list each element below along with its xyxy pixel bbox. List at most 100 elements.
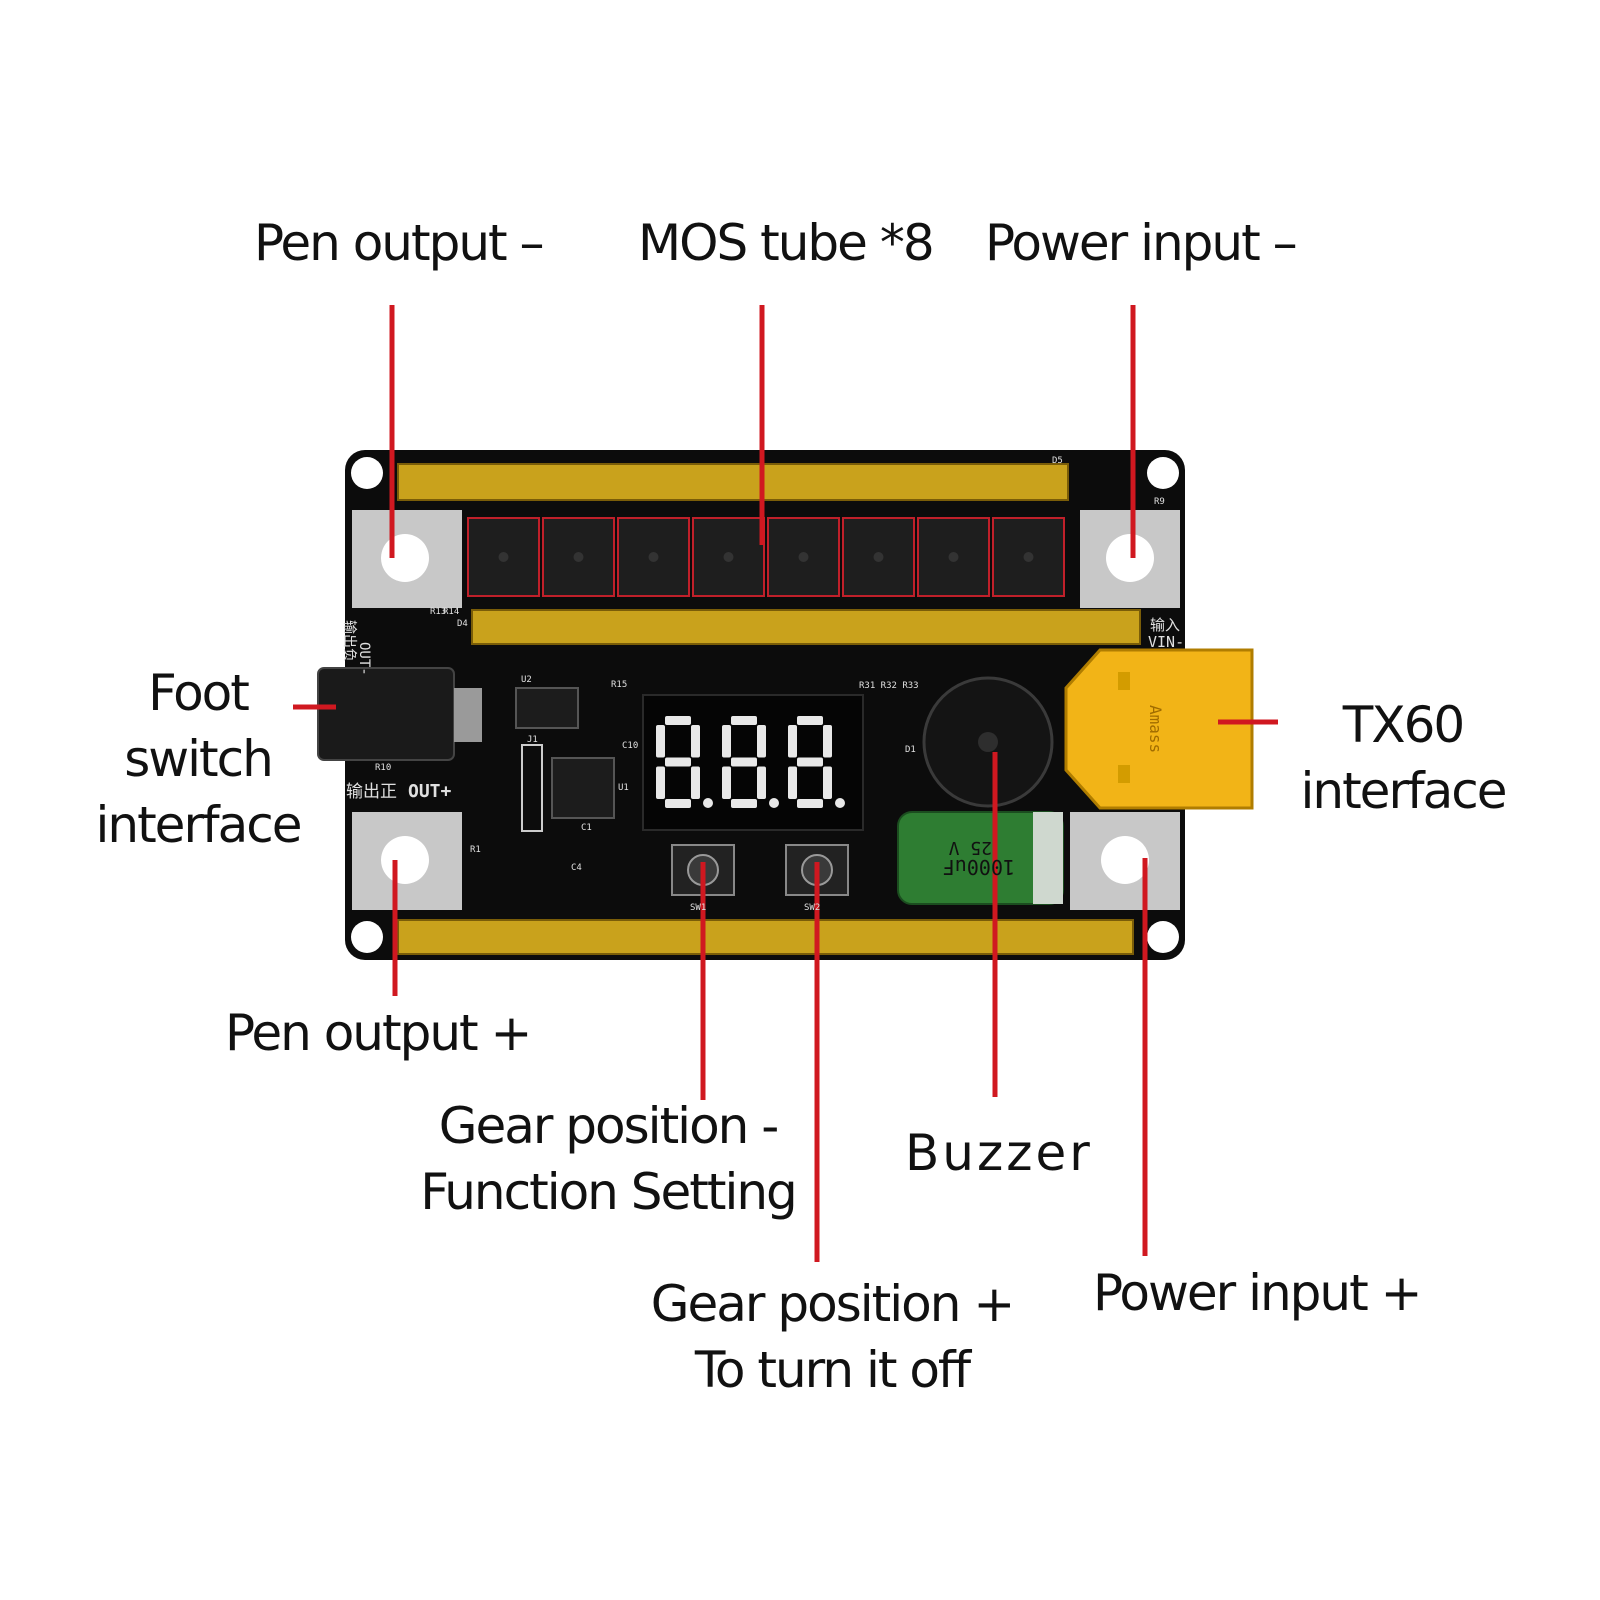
busbar-top (397, 463, 1069, 501)
silk-d5: D5 (1052, 456, 1063, 466)
silk-sw2: SW2 (804, 903, 820, 913)
silkscreen: OUT+ 输出正 OUT- 输出负 VIN- 输入 SW1 SW2 U2 U1 … (341, 456, 1184, 913)
silk-u2: U2 (521, 675, 532, 685)
mounting-hole-bottom-left (351, 921, 383, 953)
digit-3-segment-3 (797, 799, 823, 808)
silk-r1: R1 (470, 845, 481, 855)
label-pen-output-plus: Pen output + (225, 1004, 532, 1062)
seven-segment-digits (656, 716, 845, 808)
silk-vin-minus: VIN- (1148, 633, 1184, 651)
buzzer (922, 676, 1054, 808)
silk-c10: C10 (622, 741, 638, 751)
digit-2-segment-2 (731, 757, 757, 767)
silk-sw1: SW1 (690, 903, 706, 913)
mos-tube-hole-4 (723, 552, 734, 562)
capacitor (897, 811, 1064, 905)
digit-1-segment-7 (691, 766, 700, 799)
silk-d1: D1 (905, 745, 916, 755)
label-foot-switch-line1: Foot (148, 664, 250, 722)
digit-2-segment-7 (757, 766, 766, 799)
mounting-hole-top-right (1147, 457, 1179, 489)
digit-2-segment-1 (731, 716, 757, 725)
digit-1-segment-6 (656, 766, 665, 799)
mounting-hole-top-left (351, 457, 383, 489)
digit-1-segment-5 (691, 725, 700, 758)
foot-switch-jack (317, 667, 482, 761)
mos-tube-hole-7 (948, 552, 959, 562)
label-mos-tube: MOS tube *8 (638, 214, 935, 272)
digit-2-segment-5 (757, 725, 766, 758)
label-gear-minus-line1: Gear position - (438, 1097, 780, 1155)
silk-r15: R15 (611, 680, 627, 690)
digit-3-segment-4 (788, 725, 797, 758)
digit-3-decimal-point (835, 798, 845, 808)
label-tx60: TX60 interface (1282, 692, 1524, 824)
mos-tube-hole-5 (798, 552, 809, 562)
label-gear-plus: Gear position + To turn it off (632, 1271, 1032, 1403)
pad-bottom-right (1070, 812, 1180, 910)
capacitor-voltage: 25 V (948, 837, 992, 858)
digit-1-decimal-point (703, 798, 713, 808)
chip-u2 (515, 687, 579, 729)
label-power-input-minus: Power input – (985, 214, 1298, 272)
mounting-hole-bottom-right (1147, 921, 1179, 953)
label-foot-switch: Foot switch interface (82, 660, 314, 858)
mos-tube-hole-1 (498, 552, 509, 562)
silk-out-plus: OUT+ (408, 781, 452, 802)
label-pen-output-minus: Pen output – (254, 214, 545, 272)
pad-bottom-left (352, 812, 462, 910)
label-foot-switch-line2: switch (124, 730, 274, 788)
busbar-bottom (397, 919, 1134, 955)
silk-u1: U1 (618, 783, 629, 793)
label-buzzer: Buzzer (905, 1124, 1093, 1182)
mos-tube-hole-2 (573, 552, 584, 562)
silk-c1: C1 (581, 823, 592, 833)
label-foot-switch-line3: interface (95, 796, 303, 854)
silk-r10: R10 (375, 763, 391, 773)
xt60-connector (1064, 648, 1254, 810)
mos-tube-array (467, 517, 1065, 597)
digit-2-segment-6 (722, 766, 731, 799)
label-gear-minus-line2: Function Setting (420, 1163, 798, 1221)
digit-1-segment-1 (665, 716, 691, 725)
silk-r13: R13 (430, 607, 446, 617)
digit-1-segment-3 (665, 799, 691, 808)
digit-3-segment-6 (788, 766, 797, 799)
digit-2-segment-3 (731, 799, 757, 808)
silk-r9: R9 (1154, 497, 1165, 507)
capacitor-capacity: 1000uF (943, 855, 1015, 879)
digit-3-segment-2 (797, 757, 823, 767)
digit-3-segment-1 (797, 716, 823, 725)
label-gear-minus: Gear position - Function Setting (405, 1093, 811, 1225)
mos-tube-hole-3 (648, 552, 659, 562)
silk-out-plus-cn: 输出正 (346, 782, 397, 802)
label-tx60-line1: TX60 (1342, 696, 1465, 754)
silk-r14: R14 (443, 607, 459, 617)
silk-out-minus-cn: 输出负 (341, 620, 357, 662)
silk-c4: C4 (571, 863, 582, 873)
pointer-lines (293, 305, 1278, 1262)
xt60-brand: Amass (1146, 705, 1165, 753)
digit-2-segment-4 (722, 725, 731, 758)
mos-tube-hole-8 (1023, 552, 1034, 562)
pad-top-left (352, 510, 462, 608)
silk-vin-cn: 输入 (1150, 616, 1180, 634)
digit-1-segment-2 (665, 757, 691, 767)
label-gear-plus-line2: To turn it off (694, 1341, 971, 1399)
chip-u1 (551, 757, 615, 819)
pad-top-right (1080, 510, 1180, 608)
label-tx60-line2: interface (1300, 762, 1508, 820)
header-j1 (521, 744, 543, 832)
label-gear-plus-line1: Gear position + (650, 1275, 1015, 1333)
silk-d4: D4 (457, 619, 468, 629)
silk-out-minus: OUT- (356, 642, 372, 676)
mos-tube-hole-6 (873, 552, 884, 562)
digit-2-decimal-point (769, 798, 779, 808)
label-power-input-plus: Power input + (1093, 1264, 1422, 1322)
digit-3-segment-7 (823, 766, 832, 799)
busbar-middle (471, 609, 1141, 645)
silk-r31-33: R31 R32 R33 (859, 681, 919, 691)
digit-3-segment-5 (823, 725, 832, 758)
